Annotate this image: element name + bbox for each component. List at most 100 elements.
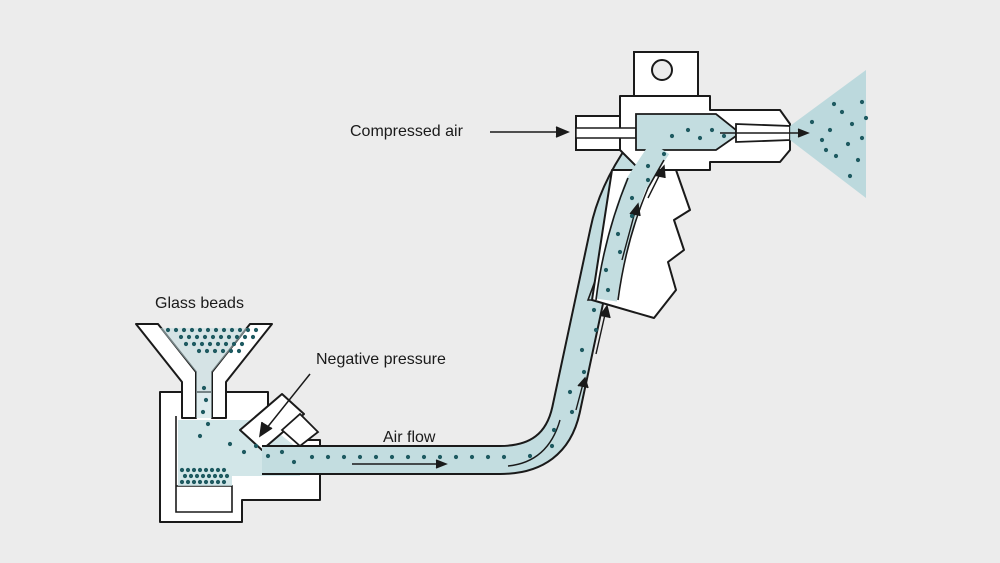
bead-particle [218, 334, 224, 340]
bead-particle [279, 449, 285, 455]
bead-particle [357, 454, 363, 460]
bead-particle [669, 133, 675, 139]
air-flow-label: Air flow [383, 429, 436, 446]
bead-particle [194, 473, 200, 479]
bead-particle [855, 157, 861, 163]
bead-particle [839, 109, 845, 115]
bead-particle [593, 327, 599, 333]
bead-particle [239, 341, 245, 347]
bead-particle [617, 249, 623, 255]
bead-particle [183, 341, 189, 347]
bead-particle [189, 327, 195, 333]
spray-cone [790, 70, 866, 198]
hopper-bead-column [160, 328, 248, 418]
bead-particle [581, 369, 587, 375]
bead-particle [229, 327, 235, 333]
bead-particle [501, 454, 507, 460]
bead-particle [197, 467, 203, 473]
bead-particle [197, 327, 203, 333]
bead-particle [203, 467, 209, 473]
bead-particle [469, 454, 475, 460]
bead-particle [859, 99, 865, 105]
bead-particle [207, 341, 213, 347]
bead-particle [181, 327, 187, 333]
bead-particle [220, 348, 226, 354]
bead-particle [341, 454, 347, 460]
bead-particle [549, 443, 555, 449]
bead-particle [191, 467, 197, 473]
bead-particle [685, 127, 691, 133]
bead-particle [215, 467, 221, 473]
bead-particle [645, 163, 651, 169]
bead-particle [206, 473, 212, 479]
bead-particle [567, 389, 573, 395]
bead-particle [309, 454, 315, 460]
bead-particle [849, 121, 855, 127]
negative-pressure-arrow [261, 373, 311, 435]
grip-hose-line-2 [617, 159, 665, 301]
bead-particle [236, 348, 242, 354]
bead-particle [250, 334, 256, 340]
bead-particle [201, 385, 207, 391]
hose-riser-arrow-2 [595, 309, 607, 355]
bead-particle [203, 479, 209, 485]
bead-particle [213, 327, 219, 333]
bead-particle [569, 409, 575, 415]
bead-particle [215, 341, 221, 347]
bead-particle [165, 327, 171, 333]
bead-particle [245, 327, 251, 333]
bead-particle [265, 453, 271, 459]
bead-particle [226, 334, 232, 340]
bead-particle [389, 454, 395, 460]
bead-particle [197, 433, 203, 439]
flow-arrows [352, 128, 810, 469]
bead-particle [224, 473, 230, 479]
bead-particle [242, 334, 248, 340]
bead-particle [629, 213, 635, 219]
spray-gun [575, 51, 791, 319]
bead-particle [845, 141, 851, 147]
bead-particle [212, 473, 218, 479]
grip-hose-line [595, 177, 629, 301]
bead-particle [237, 327, 243, 333]
bead-particle [221, 467, 227, 473]
bead-particle [191, 479, 197, 485]
bead-particle [253, 443, 259, 449]
bead-particle [847, 173, 853, 179]
bead-particle [231, 341, 237, 347]
bead-particle [179, 479, 185, 485]
bead-particle [221, 479, 227, 485]
bead-particle [421, 454, 427, 460]
bead-particle [527, 453, 533, 459]
bead-particle [827, 127, 833, 133]
negative-pressure-label: Negative pressure [316, 351, 446, 368]
bead-particle [819, 137, 825, 143]
leader-arrows [259, 126, 570, 438]
bead-particle [186, 334, 192, 340]
bead-particle [591, 307, 597, 313]
bead-particle [178, 334, 184, 340]
hanger-hole [651, 59, 673, 81]
bead-particle [605, 287, 611, 293]
bead-particle [405, 454, 411, 460]
bead-particle [437, 454, 443, 460]
bead-particle [833, 153, 839, 159]
bead-particle [325, 454, 331, 460]
bead-particle [185, 479, 191, 485]
glass-beads-label: Glass beads [155, 295, 244, 312]
bead-particle [809, 119, 815, 125]
bead-particle [234, 334, 240, 340]
bead-particle [629, 195, 635, 201]
air-inlet-bore [575, 127, 637, 139]
bead-particle [188, 473, 194, 479]
bead-particle [204, 348, 210, 354]
bead-particle [291, 459, 297, 465]
bead-particle [200, 473, 206, 479]
bead-particle [173, 327, 179, 333]
bead-particle [218, 473, 224, 479]
bead-particle [205, 421, 211, 427]
bead-particle [215, 479, 221, 485]
bead-particle [645, 177, 651, 183]
